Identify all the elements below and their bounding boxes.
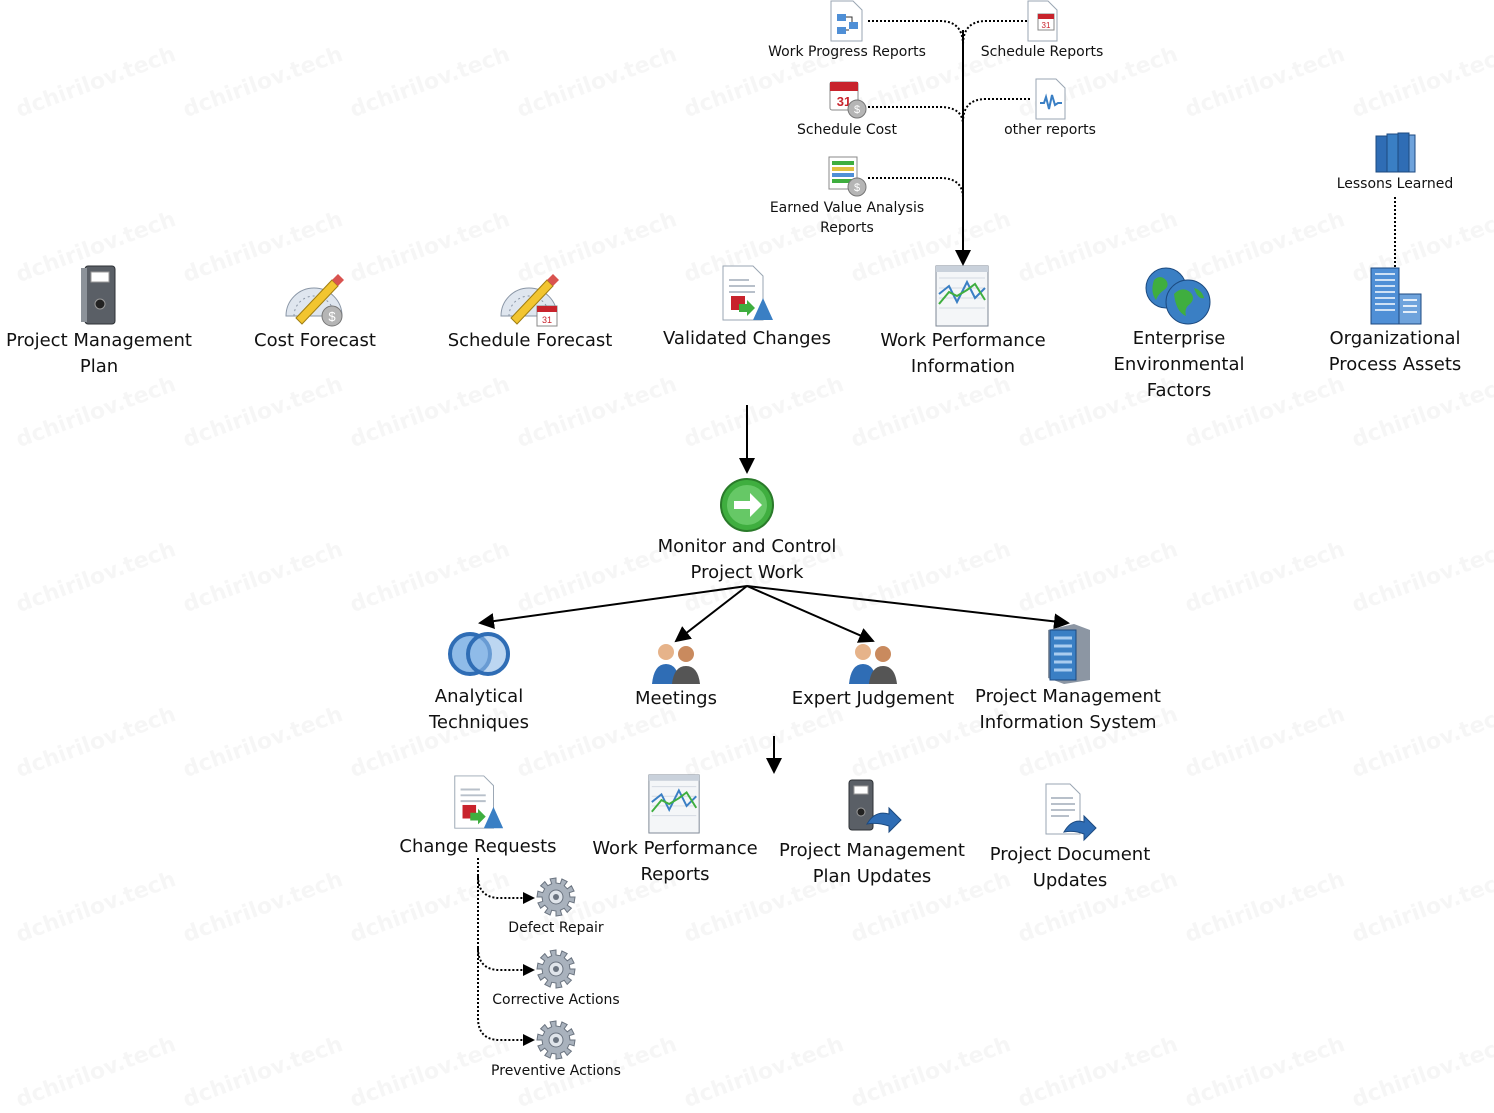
meetings-node: Meetings <box>606 638 746 712</box>
gear-icon <box>536 949 576 989</box>
link-work-progress <box>868 20 964 46</box>
office-building-icon <box>1370 267 1422 325</box>
process-to-expert <box>746 585 875 643</box>
overlapping-circles-icon <box>448 632 510 676</box>
link-corrective <box>477 947 535 976</box>
server-icon <box>1048 624 1090 684</box>
analytical-techniques-node: Analytical Techniques <box>399 628 559 736</box>
pmis-label: Project Management Information System <box>975 686 1161 733</box>
expert-judgement-node: Expert Judgement <box>778 638 968 712</box>
svg-text:$: $ <box>328 309 336 324</box>
analytical-techniques-label: Analytical Techniques <box>428 686 529 733</box>
pmp-updates-node: Project Management Plan Updates <box>772 778 972 890</box>
lessons-learned-label: Lessons Learned <box>1336 176 1454 192</box>
svg-text:31: 31 <box>542 315 552 325</box>
connector-layer <box>477 20 1396 1046</box>
calendar-coin-icon: 31 $ <box>829 81 867 119</box>
validated-changes-label: Validated Changes <box>663 328 831 349</box>
process-to-meetings <box>674 585 748 643</box>
change-requests-label: Change Requests <box>399 836 557 857</box>
people-icon <box>849 644 897 684</box>
document-diagram-icon <box>830 0 863 42</box>
wpr-label: Work Performance Reports <box>592 838 758 885</box>
schedule-reports-node: 31 Schedule Reports <box>962 0 1122 62</box>
wpi-node: Work Performance Information <box>868 264 1058 380</box>
opa-label: Organizational Process Assets <box>1328 328 1462 375</box>
schedule-forecast-label: Schedule Forecast <box>447 330 613 351</box>
svg-text:31: 31 <box>837 94 851 109</box>
pmis-node: Project Management Information System <box>968 622 1168 736</box>
gear-icon <box>536 1020 576 1060</box>
schedule-forecast-node: 31 Schedule Forecast <box>440 270 620 354</box>
cost-forecast-label: Cost Forecast <box>254 330 376 351</box>
svg-text:31: 31 <box>1042 21 1051 30</box>
schedule-cost-label: Schedule Cost <box>797 122 897 138</box>
cost-forecast-node: $ Cost Forecast <box>230 270 400 354</box>
link-other-reports <box>962 98 1030 123</box>
pmp-label: Project Management Plan <box>6 330 192 377</box>
process-node: Monitor and Control Project Work <box>637 476 857 586</box>
svg-text:$: $ <box>854 104 860 116</box>
change-requests-node: Change Requests <box>388 774 568 860</box>
validated-changes-node: Validated Changes <box>652 264 842 352</box>
books-icon <box>1375 132 1416 173</box>
document-shapes-icon <box>454 775 504 829</box>
spreadsheet-coin-icon: $ <box>828 156 867 197</box>
preventive-actions-label: Preventive Actions <box>491 1063 621 1079</box>
eef-label: Enterprise Environmental Factors <box>1113 328 1245 401</box>
binder-arrow-icon <box>848 779 902 834</box>
process-label: Monitor and Control Project Work <box>657 536 837 583</box>
defect-repair-label: Defect Repair <box>508 920 604 936</box>
opa-node: Organizational Process Assets <box>1310 264 1480 378</box>
link-earned-value <box>868 177 964 199</box>
work-progress-reports-node: Work Progress Reports <box>752 0 942 62</box>
chart-window-icon <box>648 774 700 834</box>
doc-updates-node: Project Document Updates <box>975 782 1165 894</box>
binder-icon <box>81 265 116 325</box>
process-to-analytical <box>478 585 748 630</box>
chart-window-icon <box>935 265 989 327</box>
wpr-node: Work Performance Reports <box>580 772 770 888</box>
link-defect-repair <box>477 875 535 904</box>
defect-repair-node: Defect Repair <box>486 876 626 938</box>
calendar-document-icon: 31 <box>1027 0 1058 42</box>
meetings-label: Meetings <box>635 688 717 709</box>
gear-icon <box>536 877 576 917</box>
globe-icon <box>1145 267 1211 325</box>
schedule-reports-label: Schedule Reports <box>980 44 1104 60</box>
expert-judgement-label: Expert Judgement <box>791 688 955 709</box>
eef-node: Enterprise Environmental Factors <box>1094 266 1264 404</box>
other-reports-node: other reports <box>980 78 1120 140</box>
work-progress-reports-label: Work Progress Reports <box>768 44 926 60</box>
corrective-actions-node: Corrective Actions <box>476 948 636 1010</box>
earned-value-reports-label: Earned Value Analysis Reports <box>769 200 925 236</box>
process-to-pmis <box>746 585 1070 630</box>
protractor-pencil-icon: $ <box>285 274 344 327</box>
protractor-calendar-icon: 31 <box>500 274 559 327</box>
lessons-learned-node: Lessons Learned <box>1320 130 1470 194</box>
preventive-actions-node: Preventive Actions <box>476 1019 636 1081</box>
green-arrow-icon <box>720 478 774 532</box>
pmp-updates-label: Project Management Plan Updates <box>779 840 965 887</box>
earned-value-reports-node: $ Earned Value Analysis Reports <box>752 154 942 238</box>
schedule-cost-node: 31 $ Schedule Cost <box>772 78 922 140</box>
pmp-node: Project Management Plan <box>0 262 198 380</box>
other-reports-label: other reports <box>1004 122 1096 138</box>
document-arrow-icon <box>1045 783 1097 842</box>
people-icon <box>652 644 700 684</box>
svg-text:$: $ <box>854 182 860 194</box>
document-shapes-icon <box>722 265 773 321</box>
link-preventive <box>477 1017 535 1046</box>
link-schedule-reports <box>962 20 1035 46</box>
corrective-actions-label: Corrective Actions <box>492 992 620 1008</box>
wpi-label: Work Performance Information <box>880 330 1046 377</box>
document-waveform-icon <box>1035 78 1066 120</box>
doc-updates-label: Project Document Updates <box>989 844 1151 891</box>
